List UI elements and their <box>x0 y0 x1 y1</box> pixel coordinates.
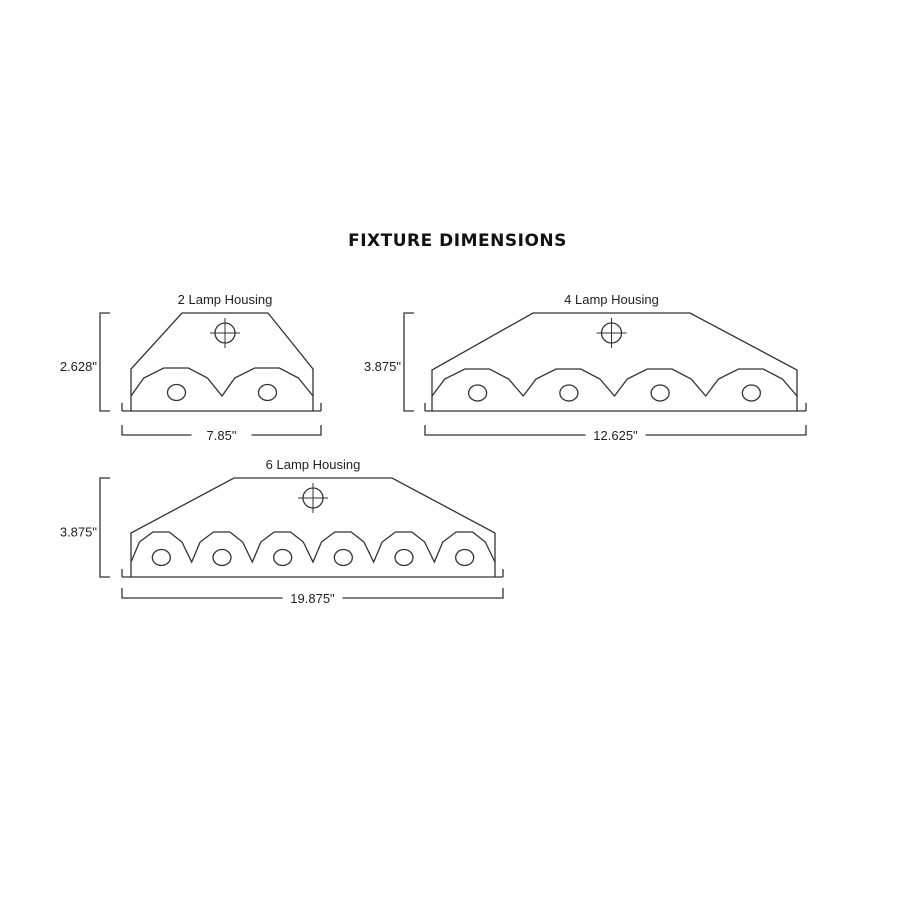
housing-outline <box>130 312 314 411</box>
lamp-socket-icon <box>333 548 353 567</box>
crosshair-icon <box>210 318 240 348</box>
lamp-socket-icon <box>559 384 579 402</box>
height-dimension-label: 3.875" <box>60 525 98 540</box>
reflector-scallops <box>130 367 314 398</box>
housing-outline <box>431 312 798 411</box>
housing-4-lamp <box>403 312 807 436</box>
housing-label: 6 Lamp Housing <box>266 457 361 472</box>
housing-outline <box>130 477 496 577</box>
lamp-socket-icon <box>151 548 171 567</box>
crosshair-icon <box>298 483 328 513</box>
housing-6-lamp <box>99 477 504 599</box>
lamp-socket-icon <box>741 384 762 402</box>
width-label-background <box>282 590 343 606</box>
lamp-socket-icon <box>467 384 488 402</box>
lamp-socket-icon <box>273 548 293 567</box>
lamp-socket-icon <box>257 383 278 402</box>
width-dimension-label: 12.625" <box>593 428 638 443</box>
width-label-background <box>585 427 646 443</box>
width-dimension-label: 19.875" <box>290 591 335 606</box>
lamp-socket-icon <box>166 383 187 402</box>
height-dimension-bracket <box>99 477 110 578</box>
lamp-socket-icon <box>212 548 232 567</box>
housing-label: 4 Lamp Housing <box>564 292 659 307</box>
height-dimension-label: 3.875" <box>364 359 402 374</box>
width-label-background <box>191 427 252 443</box>
crosshair-icon <box>596 318 627 348</box>
height-dimension-bracket <box>99 312 110 412</box>
housing-2-lamp <box>99 312 322 436</box>
height-dimension-label: 2.628" <box>60 359 98 374</box>
lamp-socket-icon <box>650 384 670 402</box>
reflector-scallops <box>431 368 798 398</box>
diagram-title: FIXTURE DIMENSIONS <box>348 231 567 251</box>
height-dimension-bracket <box>403 312 414 412</box>
lamp-socket-icon <box>455 548 475 567</box>
housing-label: 2 Lamp Housing <box>178 292 273 307</box>
reflector-scallops <box>130 531 496 564</box>
lamp-socket-icon <box>394 548 414 567</box>
width-dimension-label: 7.85" <box>207 428 237 443</box>
